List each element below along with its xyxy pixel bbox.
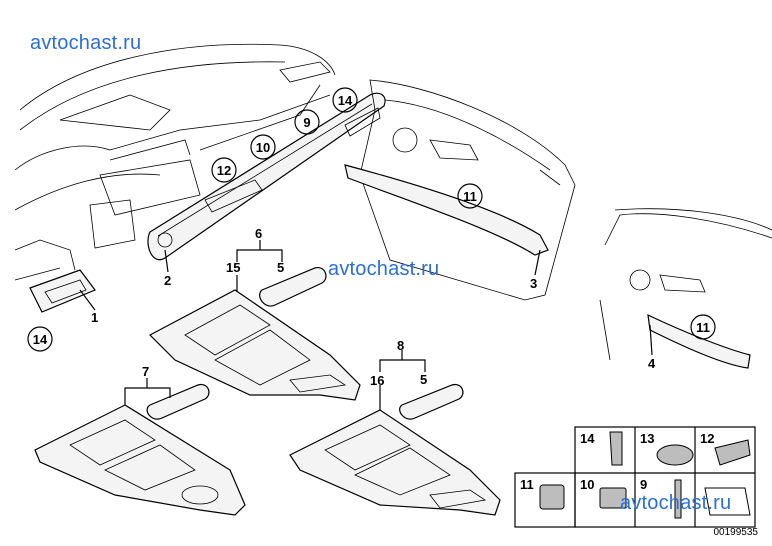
screw-9-icon	[674, 479, 682, 519]
circled-11-door: 11	[457, 183, 483, 209]
dashboard-drawing	[14, 43, 336, 281]
svg-text:11: 11	[463, 189, 477, 204]
cover-part-5-mid	[146, 383, 210, 420]
circled-11-rear: 11	[690, 314, 716, 340]
center-console-trim-7	[34, 404, 246, 516]
part-number-15: 15	[226, 260, 240, 275]
legend-label-12: 12	[700, 431, 714, 446]
svg-text:11: 11	[696, 320, 710, 335]
diagram-reference-number: 00199535	[713, 527, 759, 538]
circled-12: 12	[211, 157, 237, 183]
leader-lines	[79, 240, 653, 410]
circled-10: 10	[250, 134, 276, 160]
svg-text:14: 14	[338, 93, 353, 108]
circled-14-left: 14	[27, 326, 53, 352]
legend-label-11: 11	[520, 477, 534, 492]
part-number-1: 1	[91, 310, 98, 325]
part-number-8: 8	[397, 338, 404, 353]
part-number-6: 6	[255, 226, 262, 241]
cover-part-5-top	[259, 266, 327, 307]
clip-12-icon	[714, 439, 751, 466]
small-parts-legend: 14 13 12 11 10 9	[514, 426, 756, 528]
watermark-bottom-right: avtochast.ru	[620, 492, 732, 514]
legend-label-14: 14	[580, 431, 595, 446]
part-number-5-right: 5	[420, 372, 427, 387]
svg-text:14: 14	[33, 332, 48, 347]
part-number-7: 7	[142, 364, 149, 379]
dashboard-trim-strip	[147, 92, 386, 261]
legend-label-10: 10	[580, 477, 594, 492]
circled-14-top: 14	[332, 87, 358, 113]
svg-text:10: 10	[256, 140, 270, 155]
front-door-panel	[344, 79, 576, 301]
svg-text:9: 9	[303, 115, 310, 130]
circled-9: 9	[294, 109, 320, 135]
watermark-middle: avtochast.ru	[328, 258, 440, 280]
clip-14-icon	[609, 431, 623, 466]
legend-label-13: 13	[640, 431, 654, 446]
part-number-2: 2	[164, 273, 171, 288]
pad-icon	[704, 487, 751, 516]
part-number-4: 4	[648, 356, 656, 371]
part-number-3: 3	[530, 276, 537, 291]
clip-10-icon	[599, 487, 627, 509]
cover-part-5-right	[399, 383, 464, 420]
nut-11-icon	[539, 484, 565, 510]
svg-text:12: 12	[217, 163, 231, 178]
rear-door-panel	[599, 208, 772, 369]
left-trim-piece	[29, 269, 96, 313]
legend-label-9: 9	[640, 477, 647, 492]
center-console-trim-15	[149, 289, 361, 401]
watermark-top-left: avtochast.ru	[30, 32, 142, 54]
center-console-trim-16	[289, 409, 501, 516]
cap-13-icon	[656, 444, 694, 466]
part-number-16: 16	[370, 373, 384, 388]
part-number-5-top: 5	[277, 260, 284, 275]
